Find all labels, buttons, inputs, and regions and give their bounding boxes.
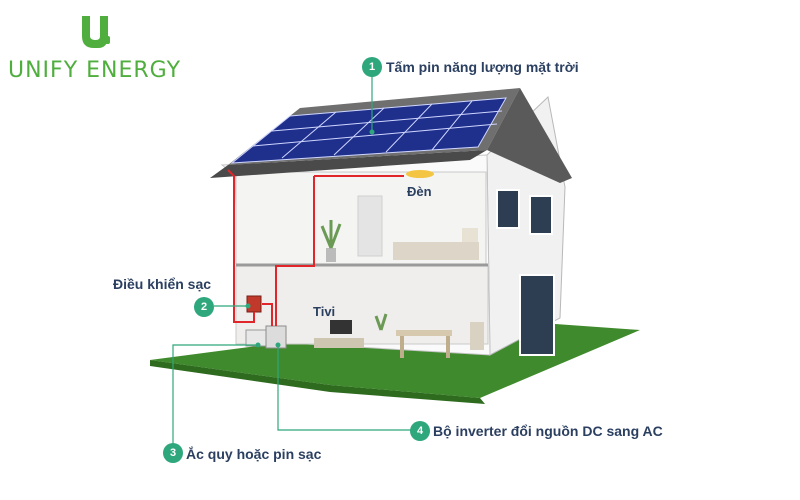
room-label-lamp: Đèn (407, 184, 432, 199)
room-label-tv: Tivi (313, 304, 336, 319)
wiring (227, 169, 404, 326)
component-badge-1: 1 (362, 57, 382, 77)
brand-logo: UNIFY ENERGY (8, 12, 188, 83)
solar-panels (230, 97, 507, 164)
component-label-charge-controller: Điều khiển sạc (113, 276, 212, 292)
component-badge-4: 4 (410, 421, 430, 441)
unify-u-logo-icon (82, 16, 110, 48)
component-label-solar-panel: Tấm pin năng lượng mặt trời (386, 59, 579, 75)
leader-lines (172, 70, 415, 450)
ceiling-lamp (406, 170, 434, 178)
component-label-battery: Ắc quy hoặc pin sạc (186, 446, 322, 462)
component-badge-2: 2 (194, 297, 214, 317)
brand-name: UNIFY ENERGY (8, 58, 182, 83)
component-badge-3: 3 (163, 443, 183, 463)
component-label-inverter: Bộ inverter đổi nguồn DC sang AC (433, 423, 663, 439)
roof (210, 150, 487, 178)
